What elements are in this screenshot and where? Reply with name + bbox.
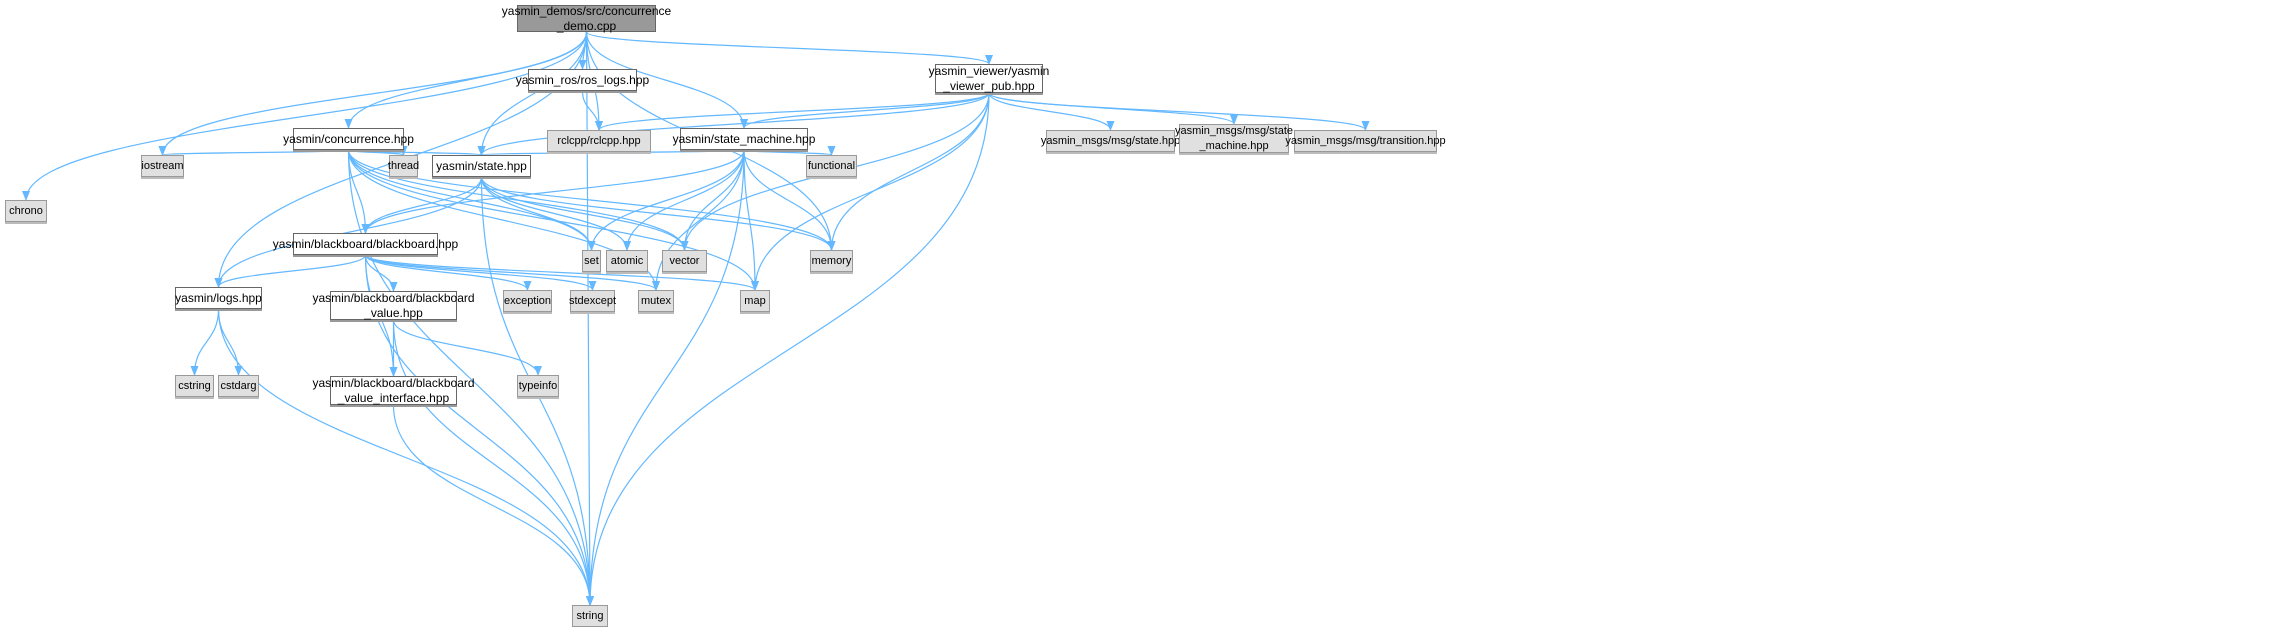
edge-blackboard-to-exception	[364, 254, 532, 291]
node-ros-logs[interactable]: yasmin_ros/ros_logs.hpp	[516, 69, 649, 91]
node-bb-value[interactable]: yasmin/blackboard/blackboard _value.hpp	[312, 290, 475, 320]
edge-state-to-atomic	[480, 176, 631, 251]
edge-viewer-to-rclcpp	[595, 92, 990, 131]
edge-root-to-viewer	[585, 31, 993, 65]
edge-state-to-logs	[214, 176, 483, 288]
node-viewer[interactable]: yasmin_viewer/yasmin _viewer_pub.hpp	[928, 63, 1050, 93]
edge-root-to-state	[477, 31, 588, 156]
edge-logs-to-cstdarg	[217, 308, 243, 376]
edge-viewer-to-msg_state	[988, 92, 1115, 131]
edge-blackboard-to-stdexcept	[364, 254, 597, 291]
edge-state-to-memory	[480, 176, 836, 251]
edge-bb_value-to-typeinfo	[392, 319, 542, 376]
edge-concurrence-to-set	[347, 149, 596, 251]
edge-state_machine-to-mutex	[652, 149, 745, 291]
node-msg-sm: yasmin_msgs/msg/state _machine.hpp	[1175, 124, 1293, 153]
edge-state_machine-to-memory	[743, 149, 836, 251]
edge-blackboard-to-map	[364, 254, 759, 291]
node-exception: exception	[503, 290, 552, 312]
edge-bb_iface-to-string	[392, 404, 594, 606]
node-mutex: mutex	[638, 290, 674, 312]
edge-root-to-chrono	[22, 31, 588, 201]
edge-logs-to-cstring	[190, 308, 220, 376]
node-msg-transition: yasmin_msgs/msg/transition.hpp	[1285, 130, 1446, 152]
node-concurrence[interactable]: yasmin/concurrence.hpp	[283, 128, 414, 150]
edge-state_machine-to-state	[478, 145, 745, 156]
edge-state-to-set	[480, 176, 596, 251]
node-map: map	[740, 290, 770, 312]
edge-viewer-to-memory	[827, 92, 990, 251]
edge-state_machine-to-vector	[680, 149, 745, 251]
node-root: yasmin_demos/src/concurrence _demo.cpp	[501, 3, 672, 33]
edge-state-to-vector	[480, 176, 689, 251]
edge-state_machine-to-blackboard	[361, 149, 745, 234]
node-state-machine[interactable]: yasmin/state_machine.hpp	[673, 128, 815, 150]
edge-viewer-to-state	[477, 92, 990, 156]
edge-concurrence-to-state	[347, 145, 486, 156]
edge-viewer-to-string	[586, 92, 990, 606]
edge-viewer-to-msg_transition	[988, 92, 1370, 131]
edge-state_machine-to-set	[587, 149, 745, 251]
node-iostream: iostream	[141, 155, 184, 177]
edge-concurrence-to-memory	[347, 149, 836, 251]
node-logs[interactable]: yasmin/logs.hpp	[175, 287, 262, 309]
edge-state-to-blackboard	[361, 176, 483, 234]
edge-blackboard-to-logs	[214, 254, 367, 288]
node-bb-iface[interactable]: yasmin/blackboard/blackboard _value_inte…	[312, 375, 475, 405]
node-cstdarg: cstdarg	[218, 375, 259, 397]
node-chrono: chrono	[5, 200, 47, 222]
edge-bb_value-to-string	[392, 319, 594, 606]
edge-state_machine-to-functional	[743, 145, 836, 156]
edge-state_machine-to-atomic	[623, 149, 745, 251]
edge-logs-to-string	[217, 308, 594, 606]
node-functional: functional	[806, 155, 857, 177]
node-rclcpp: rclcpp/rclcpp.hpp	[547, 130, 651, 152]
node-set: set	[582, 250, 601, 272]
node-string: string	[572, 605, 608, 627]
edge-blackboard-to-mutex	[364, 254, 660, 291]
edge-concurrence-to-iostream	[159, 145, 350, 156]
edge-concurrence-to-map	[347, 149, 759, 291]
edge-state_machine-to-string	[586, 149, 745, 606]
node-atomic: atomic	[606, 250, 648, 272]
node-vector: vector	[662, 250, 707, 272]
edge-root-to-concurrence	[344, 31, 588, 129]
node-typeinfo: typeinfo	[517, 375, 559, 397]
edge-blackboard-to-bb_value	[364, 254, 398, 292]
node-cstring: cstring	[175, 375, 214, 397]
edge-root-to-string	[585, 31, 594, 606]
node-thread: thread	[388, 155, 419, 177]
edge-state_machine-to-map	[743, 149, 759, 291]
edge-viewer-to-state_machine	[740, 92, 990, 129]
edge-root-to-state_machine	[585, 31, 748, 129]
node-msg-state: yasmin_msgs/msg/state.hpp	[1041, 130, 1180, 152]
node-memory: memory	[810, 250, 853, 272]
node-state[interactable]: yasmin/state.hpp	[432, 155, 531, 177]
node-stdexcept: stdexcept	[569, 290, 616, 312]
edge-viewer-to-map	[751, 92, 990, 291]
node-blackboard[interactable]: yasmin/blackboard/blackboard.hpp	[273, 233, 458, 255]
